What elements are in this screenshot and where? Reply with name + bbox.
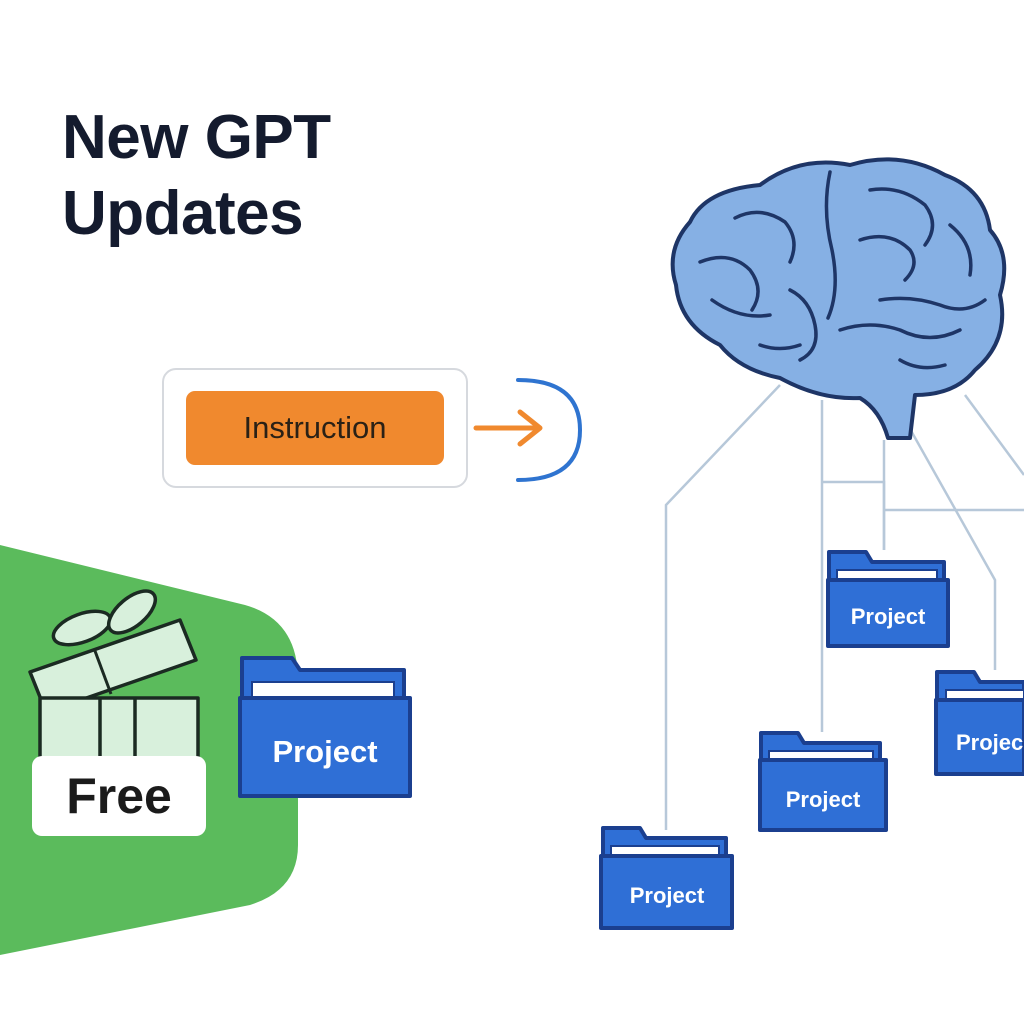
folder-label: Project	[786, 787, 861, 812]
folder-label: Projec	[956, 730, 1023, 755]
folder-label: Project	[630, 883, 705, 908]
instruction-button[interactable]: Instruction	[186, 391, 444, 465]
folder-label: Project	[272, 734, 377, 769]
page-title: New GPT Updates	[62, 100, 331, 252]
folder-icon[interactable]: Project	[758, 731, 888, 832]
folder-icon[interactable]: Projec	[934, 670, 1024, 776]
title-line-2: Updates	[62, 179, 304, 248]
folder-icon[interactable]: Project	[826, 550, 950, 648]
folder-icon[interactable]: Project	[599, 826, 734, 930]
brain-icon	[670, 157, 1007, 440]
connector-arc	[516, 378, 583, 482]
free-label: Free	[32, 756, 206, 836]
folder-label: Project	[851, 604, 926, 629]
arrow-right-icon	[473, 409, 543, 447]
title-line-1: New GPT	[62, 103, 331, 172]
connector-lines	[664, 384, 1024, 830]
folder-icon[interactable]: Project	[238, 656, 412, 798]
